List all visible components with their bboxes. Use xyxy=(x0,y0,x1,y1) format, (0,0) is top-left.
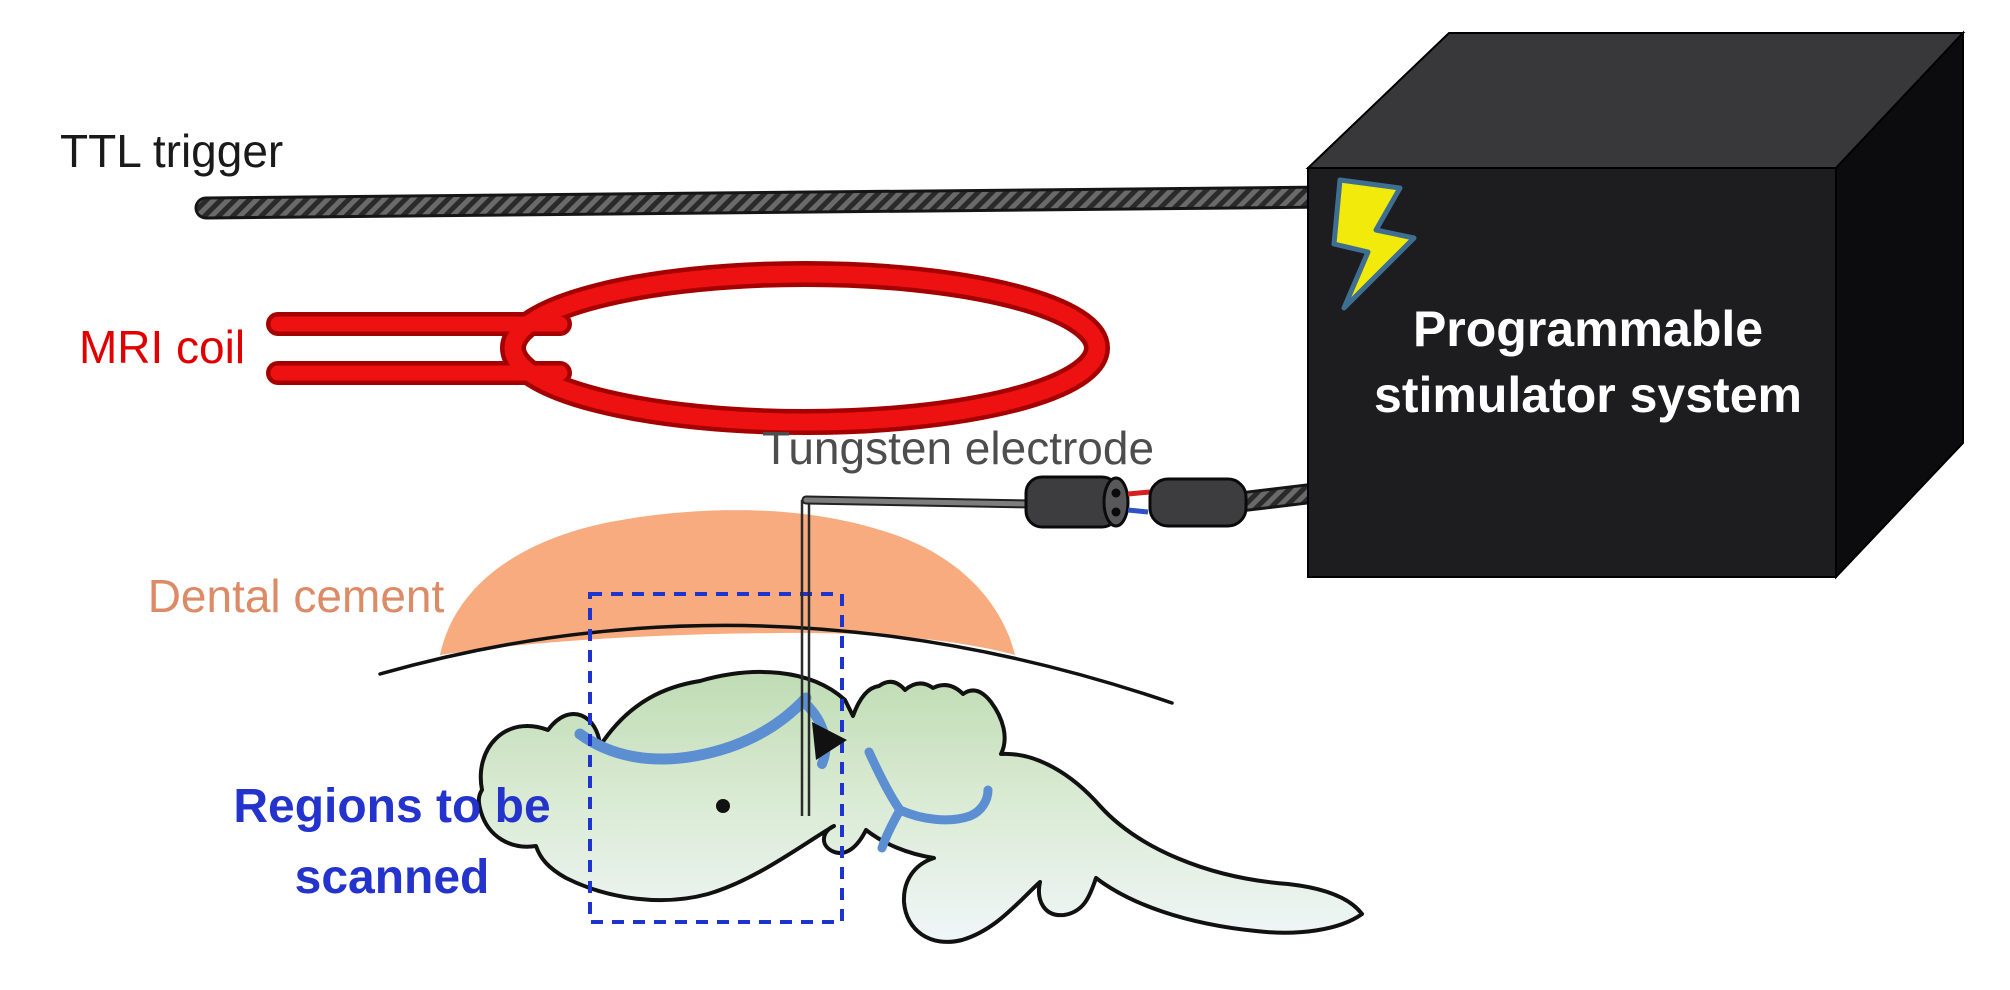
electrode-lead xyxy=(803,497,1035,507)
posterior-structure-branch-right xyxy=(895,785,993,825)
hippocampus-structure xyxy=(574,692,812,765)
ttl-trigger-label: TTL trigger xyxy=(60,125,283,177)
brain-dot-marker xyxy=(716,799,730,813)
stimulator-box: Programmable stimulator system xyxy=(1305,30,1966,580)
stimulator-label-line1: Programmable xyxy=(1413,301,1763,357)
dental-cement-blob xyxy=(440,510,1015,655)
mri-coil xyxy=(266,261,1110,435)
connector-wire-blue xyxy=(1127,507,1149,515)
stimulator-label-line2: stimulator system xyxy=(1374,367,1802,423)
posterior-structure-stem xyxy=(864,747,905,815)
ttl-cable-braid xyxy=(197,188,1339,217)
mri-coil-label: MRI coil xyxy=(79,321,245,373)
tungsten-electrode xyxy=(800,475,1248,816)
electrode-tip-marker xyxy=(812,722,847,760)
rat-brain xyxy=(476,669,1364,944)
regions-label-line2: scanned xyxy=(295,851,490,904)
connector-pin-bottom xyxy=(1111,507,1121,517)
connector-pin-top xyxy=(1111,488,1121,498)
skull-curve xyxy=(378,623,1174,705)
connector-barrel-2 xyxy=(1148,477,1248,528)
ttl-trigger-cable xyxy=(194,185,1342,220)
tungsten-electrode-label: Tungsten electrode xyxy=(762,422,1154,474)
connector-end-face xyxy=(1102,476,1130,528)
lightning-bolt-icon xyxy=(1331,177,1417,311)
coil-loop xyxy=(504,265,1106,431)
brain-blue-structures xyxy=(574,692,993,853)
dental-cement-label: Dental cement xyxy=(148,570,445,622)
regions-label-line1: Regions to be xyxy=(233,780,550,833)
scan-region-box xyxy=(588,592,844,924)
brain-outline xyxy=(476,669,1364,944)
connector-wire-red xyxy=(1127,489,1151,497)
